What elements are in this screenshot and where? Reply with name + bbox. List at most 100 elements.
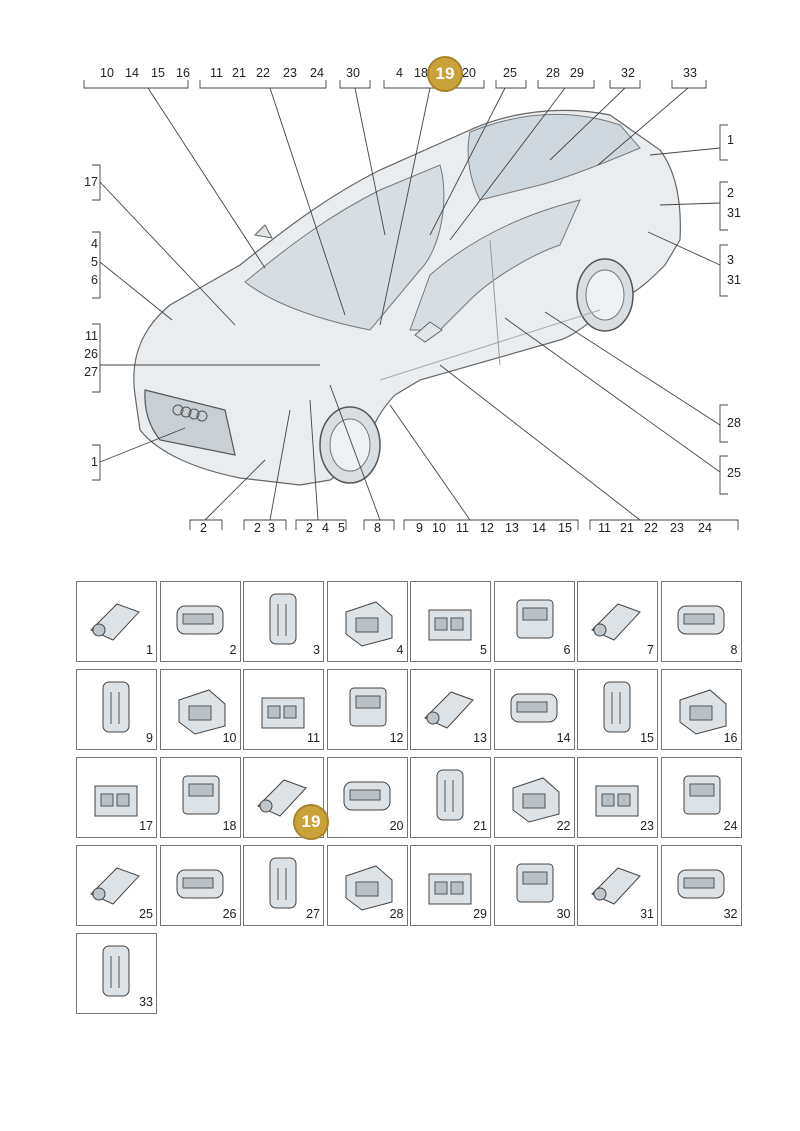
logo-rings	[172, 404, 184, 416]
connector-number: 22	[556, 819, 571, 833]
connector-cell[interactable]: 3	[243, 581, 324, 662]
connector-number: 12	[389, 731, 404, 745]
connector-cell[interactable]: 12	[326, 669, 408, 750]
connector-icon	[679, 689, 726, 735]
connector-number: 31	[640, 907, 654, 921]
connector-icon	[603, 681, 631, 733]
callout-label: 2	[727, 186, 734, 200]
connector-cell[interactable]: 17	[76, 757, 157, 838]
callout-label: 2	[306, 521, 313, 535]
connector-cell[interactable]: 1	[76, 581, 157, 662]
callout-brackets	[83, 80, 739, 530]
callout-label: 28	[727, 416, 741, 430]
callout-label: 10	[432, 521, 446, 535]
connector-cell[interactable]: 27	[243, 845, 324, 926]
connector-cell[interactable]: 18	[159, 757, 241, 838]
connector-number: 16	[723, 731, 738, 745]
connector-icon	[512, 777, 559, 823]
vehicle-illustration	[133, 109, 681, 486]
connector-number: 13	[473, 731, 487, 745]
connector-icon	[345, 601, 392, 647]
connector-cell[interactable]: 11	[243, 669, 324, 750]
connector-icon	[677, 605, 724, 635]
callout-label: 32	[621, 66, 635, 80]
connector-cell[interactable]: 15	[577, 669, 658, 750]
connector-icon	[102, 945, 130, 997]
callout-label: 4	[91, 237, 98, 251]
highlight-badge-diagram: 19	[427, 56, 463, 92]
connector-cell[interactable]: 30	[493, 845, 575, 926]
connector-cell[interactable]: 22	[493, 757, 575, 838]
callout-label: 20	[462, 66, 476, 80]
connector-cell[interactable]: 29	[410, 845, 491, 926]
callout-label: 11	[85, 329, 98, 343]
leader-lines	[99, 87, 721, 521]
connector-cell[interactable]: 31	[577, 845, 658, 926]
connector-number: 17	[139, 819, 153, 833]
connector-icon	[90, 867, 140, 905]
connector-number: 7	[647, 643, 654, 657]
connector-cell[interactable]: 23	[577, 757, 658, 838]
connector-cell[interactable]: 4	[326, 581, 408, 662]
connector-number: 20	[389, 819, 404, 833]
connector-cell[interactable]: 9	[76, 669, 157, 750]
callout-label: 31	[727, 206, 741, 220]
connector-number: 9	[146, 731, 153, 745]
connector-number: 6	[563, 643, 571, 657]
connector-cell[interactable]: 7	[577, 581, 658, 662]
connector-cell[interactable]: 13	[410, 669, 491, 750]
connector-cell[interactable]: 28	[326, 845, 408, 926]
connector-cell[interactable]: 33	[76, 933, 157, 1014]
connector-icon	[516, 599, 553, 639]
callout-label: 13	[505, 521, 519, 535]
connector-cell[interactable]: 10	[159, 669, 241, 750]
connector-icon	[516, 863, 553, 903]
connector-number: 15	[640, 731, 654, 745]
callout-label: 2	[200, 521, 207, 535]
connector-cell[interactable]: 32	[660, 845, 742, 926]
connector-icon	[261, 697, 305, 729]
callout-label: 23	[670, 521, 684, 535]
callout-label: 23	[283, 66, 297, 80]
connector-icon	[102, 681, 130, 733]
connector-icon	[428, 873, 472, 905]
connector-icon	[176, 605, 223, 635]
connector-number: 29	[473, 907, 487, 921]
connector-cell[interactable]: 16	[660, 669, 742, 750]
connector-number: 10	[222, 731, 237, 745]
connector-number: 32	[723, 907, 738, 921]
connector-cell[interactable]: 20	[326, 757, 408, 838]
callout-label: 12	[480, 521, 494, 535]
callout-label: 5	[91, 255, 98, 269]
callout-label: 28	[546, 66, 560, 80]
connector-cell[interactable]: 25	[76, 845, 157, 926]
callout-label: 3	[268, 521, 275, 535]
connector-icon	[94, 785, 138, 817]
connector-cell[interactable]: 5	[410, 581, 491, 662]
windshield	[244, 164, 445, 331]
connector-cell[interactable]: 24	[660, 757, 742, 838]
callout-label: 4	[396, 66, 403, 80]
connector-number: 28	[389, 907, 404, 921]
connector-number: 23	[640, 819, 654, 833]
connector-icon	[428, 609, 472, 641]
connector-icon	[436, 769, 464, 821]
connector-cell[interactable]: 14	[493, 669, 575, 750]
callout-label: 16	[176, 66, 190, 80]
callout-label: 15	[151, 66, 165, 80]
callout-label: 6	[91, 273, 98, 287]
connector-number: 8	[730, 643, 738, 657]
callout-label: 11	[456, 521, 469, 535]
connector-cell[interactable]: 2	[159, 581, 241, 662]
callout-label: 27	[84, 365, 98, 379]
connector-cell[interactable]: 6	[493, 581, 575, 662]
roof-glass	[467, 113, 641, 201]
connector-cell[interactable]: 26	[159, 845, 241, 926]
connector-cell[interactable]: 8	[660, 581, 742, 662]
connector-cell[interactable]: 21	[410, 757, 491, 838]
